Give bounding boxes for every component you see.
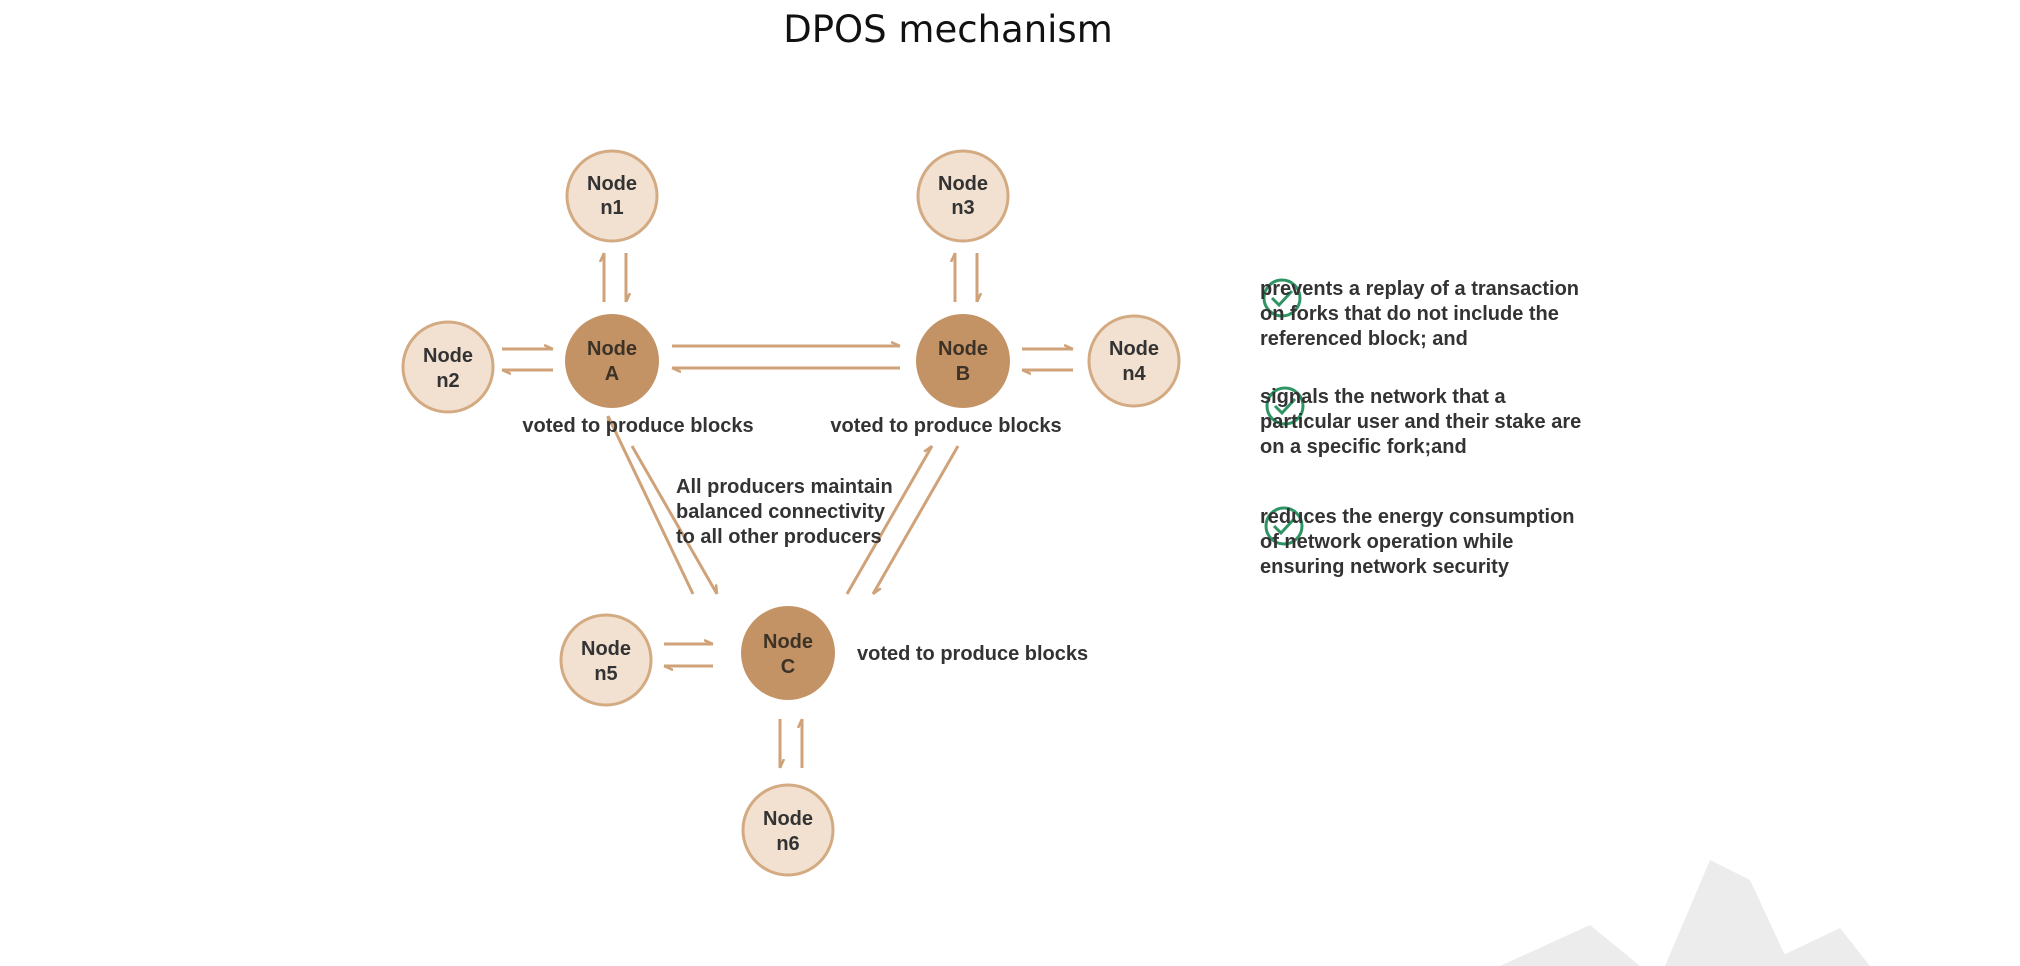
benefit-3-line1: reduces the energy consumption (1260, 506, 1575, 528)
node-n5-line2: n5 (594, 663, 617, 685)
producer-node-b: Node B (916, 314, 1010, 408)
connection-arrows (502, 253, 1073, 768)
node-n1-line2: n1 (600, 197, 623, 219)
producer-b-line2: B (956, 363, 970, 385)
producer-a-line2: A (605, 363, 619, 385)
node-n4-line1: Node (1109, 338, 1159, 360)
node-n6-line2: n6 (776, 833, 799, 855)
connectivity-note: All producers maintain balanced connecti… (676, 476, 893, 548)
node-n5-line1: Node (581, 638, 631, 660)
producer-node-c: Node C (741, 606, 835, 700)
node-n3-line2: n3 (951, 197, 974, 219)
node-n2-line1: Node (423, 345, 473, 367)
connectivity-note-line1: All producers maintain (676, 476, 893, 498)
benefit-1-line1: prevents a replay of a transaction (1260, 278, 1580, 300)
check-circle-icon (1265, 386, 1305, 426)
node-n1: Node n1 (565, 149, 659, 243)
check-circle-icon (1262, 278, 1302, 318)
node-n4-line2: n4 (1122, 363, 1146, 385)
benefit-2-line3: on a specific fork;and (1260, 436, 1467, 458)
node-n5: Node n5 (559, 613, 653, 707)
check-circle-icon (1264, 506, 1304, 546)
node-n1-line1: Node (587, 173, 637, 195)
producer-a-line1: Node (587, 338, 637, 360)
producer-b-line1: Node (938, 338, 988, 360)
benefit-item-3: reduces the energy consumption of networ… (1260, 505, 1680, 580)
producer-a-caption: voted to produce blocks (522, 415, 753, 437)
node-n2: Node n2 (401, 320, 495, 414)
benefit-3-line3: ensuring network security (1260, 556, 1509, 578)
arrow-b-to-c (871, 445, 960, 594)
producer-c-caption: voted to produce blocks (857, 643, 1088, 665)
node-n3-line1: Node (938, 173, 988, 195)
node-n4: Node n4 (1087, 314, 1181, 408)
benefit-2-line2: particular user and their stake are (1260, 411, 1582, 433)
connectivity-note-line3: to all other producers (676, 526, 882, 548)
node-n3: Node n3 (916, 149, 1010, 243)
node-n2-line2: n2 (436, 370, 459, 392)
producer-c-line2: C (781, 656, 795, 678)
benefit-item-2: signals the network that a particular us… (1260, 385, 1680, 460)
node-n6: Node n6 (741, 783, 835, 877)
arrow-c-to-a (606, 415, 695, 595)
benefit-3-line2: of network operation while (1260, 531, 1514, 553)
benefit-1-line2: on forks that do not include the (1260, 303, 1559, 325)
node-n6-line1: Node (763, 808, 813, 830)
benefit-2-line1: signals the network that a (1260, 386, 1506, 408)
producer-c-line1: Node (763, 631, 813, 653)
producer-node-a: Node A (565, 314, 659, 408)
producer-b-caption: voted to produce blocks (830, 415, 1061, 437)
diagram-title: DPOS mechanism (783, 8, 1113, 51)
benefit-1-line3: referenced block; and (1260, 328, 1468, 350)
arrow-c-to-b (845, 446, 934, 595)
connectivity-note-line2: balanced connectivity (676, 501, 886, 523)
arrow-a-to-c (630, 445, 719, 595)
benefit-item-1: prevents a replay of a transaction on fo… (1260, 277, 1680, 352)
